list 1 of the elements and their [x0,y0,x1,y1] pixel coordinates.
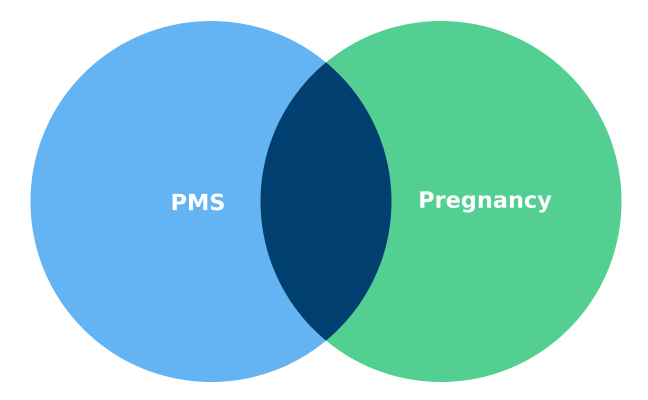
overlap-region [260,62,392,341]
